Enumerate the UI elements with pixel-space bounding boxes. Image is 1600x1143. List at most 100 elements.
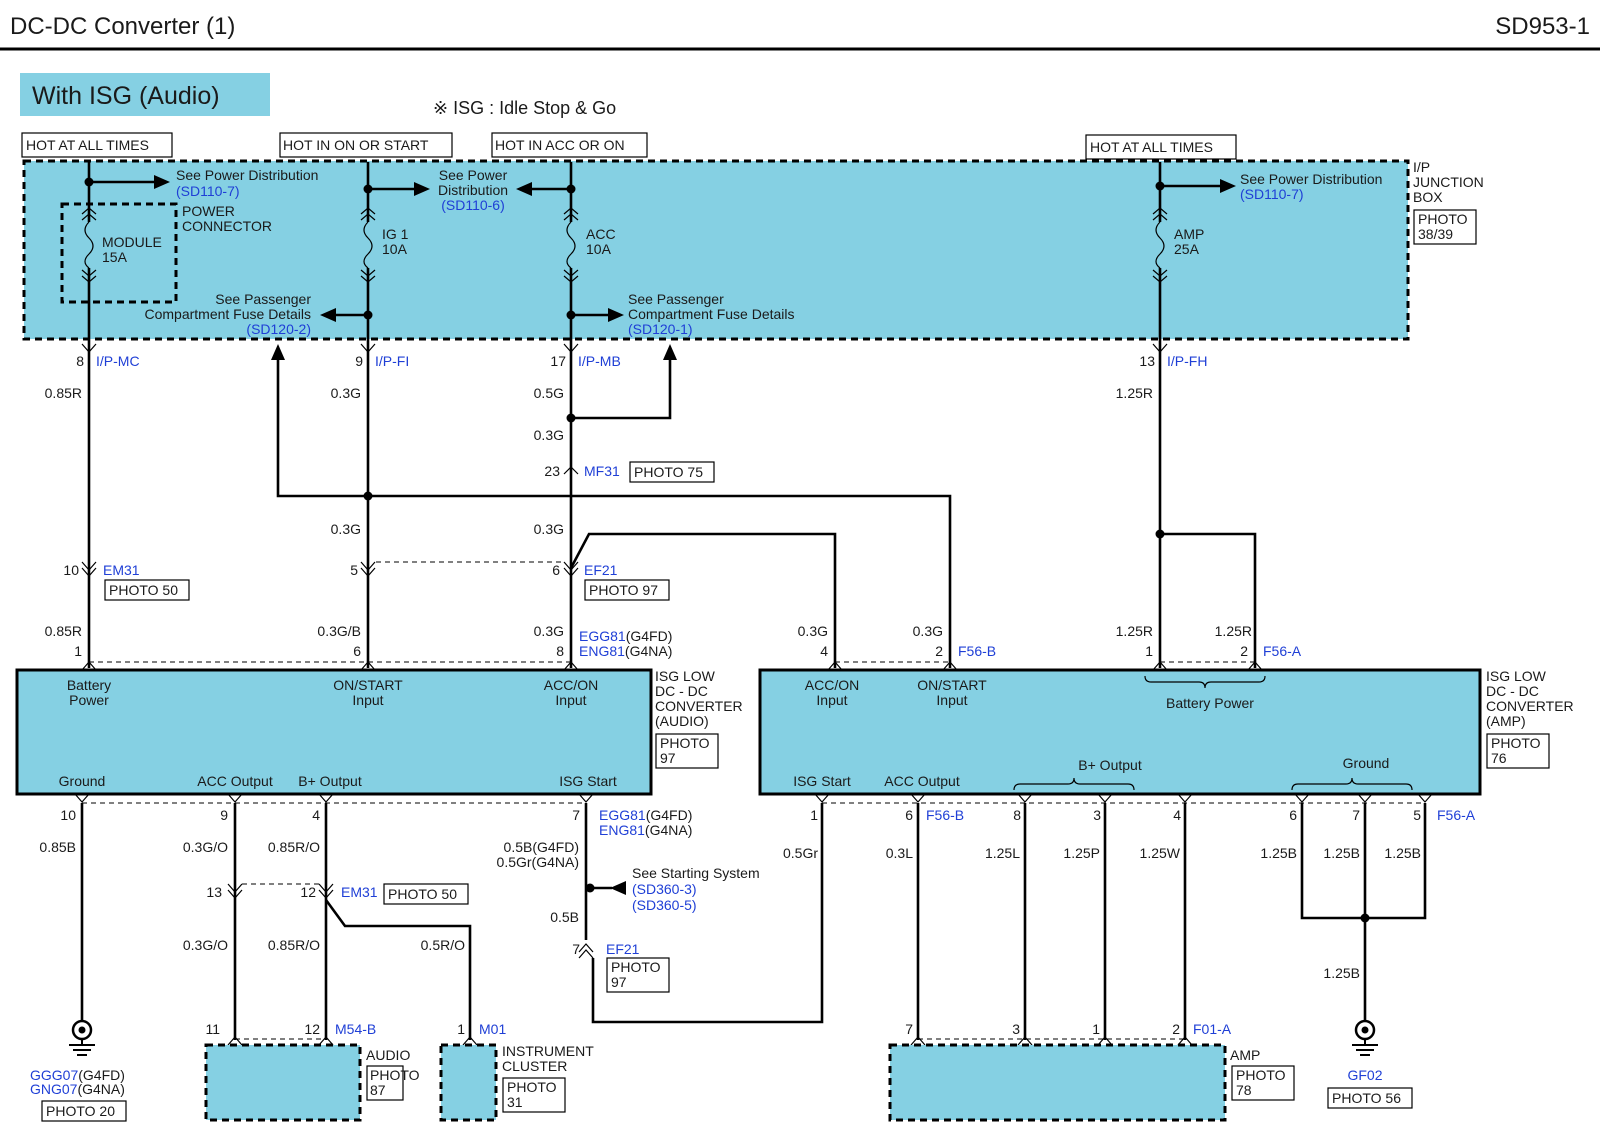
- connector-pin: [578, 943, 594, 959]
- fuse-acc-icon: [562, 207, 580, 283]
- connector-pin: [827, 661, 843, 671]
- connector-id: M54-B: [335, 1021, 376, 1037]
- wire-spec: 1.25R: [1116, 623, 1153, 639]
- ref-text: Compartment Fuse Details: [628, 306, 795, 322]
- wire-spec: 1.25R: [1215, 623, 1252, 639]
- ground-id: GF02: [1347, 1067, 1382, 1083]
- audio-module: [204, 1043, 362, 1122]
- label-box: [1327, 1087, 1413, 1109]
- component-name: DC - DC: [655, 683, 708, 699]
- connector-id: F01-A: [1193, 1021, 1232, 1037]
- terminal-label: Battery: [67, 677, 111, 693]
- terminal-label: Power: [69, 692, 109, 708]
- connector-pin: [942, 661, 958, 671]
- junction-box-name: I/P: [1413, 159, 1430, 175]
- brace: [1013, 777, 1135, 791]
- label-box: [279, 132, 453, 158]
- hot-in-on-or-start-label: HOT IN ON OR START: [283, 137, 429, 153]
- ref-link[interactable]: (SD120-2): [246, 321, 311, 337]
- pin-number: 4: [312, 807, 320, 823]
- ref-text: See Passenger: [628, 291, 724, 307]
- connector-pin: [1177, 793, 1193, 803]
- arrow-right-icon: [414, 182, 430, 196]
- ref-text: Compartment Fuse Details: [144, 306, 311, 322]
- connector-pin: [563, 661, 579, 671]
- device-name: AUDIO: [366, 1047, 410, 1063]
- pin-number: 2: [1172, 1021, 1180, 1037]
- photo-ref: PHOTO: [1491, 735, 1541, 751]
- pin-number: 7: [905, 1021, 913, 1037]
- hot-at-all-times-label-2: HOT AT ALL TIMES: [1090, 139, 1213, 155]
- device-name: AMP: [1230, 1047, 1260, 1063]
- pin-number: 6: [353, 643, 361, 659]
- ref-text: See Power Distribution: [176, 167, 318, 183]
- connector-pin: [81, 661, 97, 671]
- pin-number: 6: [905, 807, 913, 823]
- wire-spec: 0.3G/O: [183, 839, 228, 855]
- component-name: CONVERTER: [1486, 698, 1574, 714]
- pin-number: 9: [355, 353, 363, 369]
- pin-number: 2: [935, 643, 943, 659]
- pin-number: 8: [76, 353, 84, 369]
- connector-id: EM31: [103, 562, 140, 578]
- ref-text: See Power: [439, 167, 508, 183]
- ref-link[interactable]: (SD110-6): [441, 197, 505, 213]
- pin-number: 7: [572, 807, 580, 823]
- wire-spec: 0.5Gr(G4NA): [497, 854, 579, 870]
- arrow-left-icon: [320, 308, 336, 322]
- connector-id: EM31: [341, 884, 378, 900]
- wire-spec: 1.25B: [1260, 845, 1297, 861]
- terminal-label: Input: [816, 692, 847, 708]
- connector-pin: [1247, 661, 1263, 671]
- ref-link[interactable]: (SD110-7): [176, 183, 240, 199]
- wire-spec: 0.3G: [331, 385, 361, 401]
- fuse-module-icon: [80, 207, 98, 283]
- variant-badge: [20, 73, 270, 116]
- pin-number: 4: [820, 643, 828, 659]
- terminal-label: ACC/ON: [544, 677, 598, 693]
- pin-number: 12: [300, 884, 316, 900]
- ground-id: GGG07(G4FD): [30, 1067, 125, 1083]
- connector-id: ENG81(G4NA): [599, 822, 692, 838]
- connector-pin: [910, 1036, 926, 1046]
- pin-number: 23: [544, 463, 560, 479]
- pin-number: 10: [60, 807, 76, 823]
- label-box: [1231, 1065, 1295, 1101]
- power-connector-box: [60, 202, 178, 304]
- ref-text: See Starting System: [632, 865, 760, 881]
- component-name: DC - DC: [1486, 683, 1539, 699]
- arrow-left-icon: [516, 182, 532, 196]
- wire-spec: 0.5Gr: [783, 845, 818, 861]
- terminal-label: ACC/ON: [805, 677, 859, 693]
- label-box: [655, 733, 719, 769]
- label-box: [606, 957, 670, 993]
- photo-ref: PHOTO: [660, 735, 710, 751]
- connector-id: M01: [479, 1021, 506, 1037]
- wire-spec: 1.25W: [1140, 845, 1181, 861]
- ref-link[interactable]: (SD120-1): [628, 321, 693, 337]
- wire-spec: 0.5R/O: [421, 937, 465, 953]
- photo-ref: PHOTO 56: [1332, 1090, 1401, 1106]
- pin-number: 13: [1139, 353, 1155, 369]
- arrow-right-icon: [608, 308, 624, 322]
- connector-id: EF21: [606, 941, 640, 957]
- wire-spec: 1.25B: [1323, 845, 1360, 861]
- pin-number: 7: [1352, 807, 1360, 823]
- pin-number: 1: [74, 643, 82, 659]
- terminal-label: Ground: [59, 773, 106, 789]
- ref-link[interactable]: (SD360-5): [632, 897, 697, 913]
- connector-id: F56-A: [1437, 807, 1476, 823]
- pin-number: 7: [572, 941, 580, 957]
- arrow-right-icon: [154, 175, 170, 189]
- pin-number: 5: [350, 562, 358, 578]
- label-box: [41, 1100, 127, 1122]
- junction-box: [22, 159, 1410, 341]
- ref-link[interactable]: (SD360-3): [632, 881, 697, 897]
- amp-module: [888, 1043, 1227, 1122]
- photo-ref: 38/39: [1418, 226, 1453, 242]
- terminal-label: Input: [352, 692, 383, 708]
- ref-link[interactable]: (SD110-7): [1240, 186, 1304, 202]
- pin-number: 1: [457, 1021, 465, 1037]
- connector-id: I/P-MC: [96, 353, 140, 369]
